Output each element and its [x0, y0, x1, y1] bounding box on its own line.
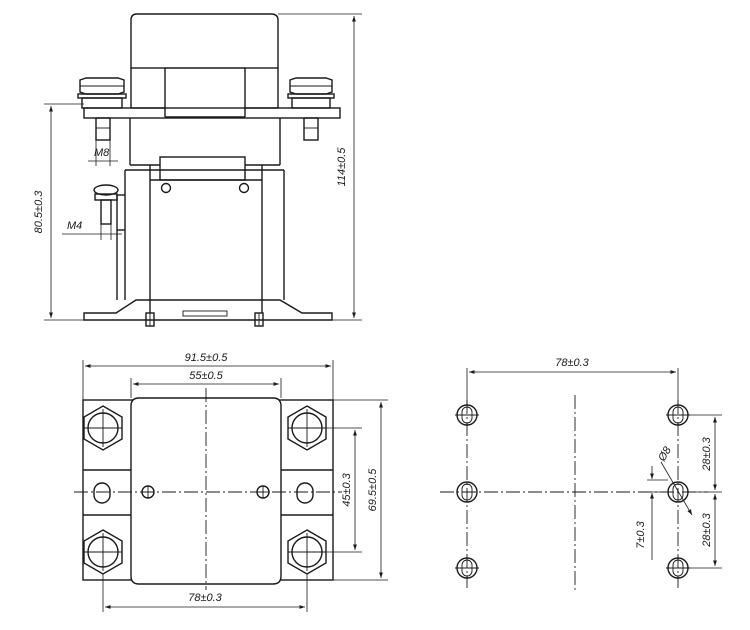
hex-bolt-bottom-right [287, 529, 327, 575]
dim-vert-terminal: 45±0.3 [341, 472, 353, 506]
hex-bolt-top-right [287, 405, 327, 451]
dim-mount-spacing: 78±0.3 [555, 357, 589, 369]
front-view: 114±0.5 80.5±0.3 M8 M4 [33, 13, 362, 327]
dim-thread-aux: M4 [67, 220, 82, 232]
hex-bolt-top-left [83, 405, 123, 451]
top-view: 91.5±0.5 55±0.5 78±0.3 45±0.3 69.5±0.5 [74, 352, 388, 612]
dim-height-total: 114±0.5 [336, 147, 348, 187]
dim-mount-vert-lower: 28±0.3 [701, 512, 713, 547]
aux-screw [93, 184, 119, 225]
mount-hole-bottom-left [455, 557, 479, 579]
dim-thread-main: M8 [94, 147, 110, 159]
dim-height-terminal: 80.5±0.3 [33, 190, 45, 234]
dim-vert-overall: 69.5±0.5 [367, 468, 379, 512]
dim-bottom-spacing: 78±0.3 [188, 592, 222, 604]
bolt-left [77, 77, 127, 141]
dim-mount-hole-dia: Ø8 [656, 444, 675, 464]
dim-mount-offset: 7±0.3 [635, 520, 647, 548]
mount-hole-mid-left [456, 481, 478, 503]
dim-width-body: 55±0.5 [189, 370, 223, 382]
dim-width-overall: 91.5±0.5 [185, 352, 229, 364]
bolt-right [287, 77, 335, 141]
hex-bolt-bottom-left [83, 529, 123, 575]
dim-mount-vert-upper: 28±0.3 [701, 436, 713, 471]
mounting-pattern: 78±0.3 28±0.3 28±0.3 7±0.3 Ø8 [440, 357, 722, 590]
